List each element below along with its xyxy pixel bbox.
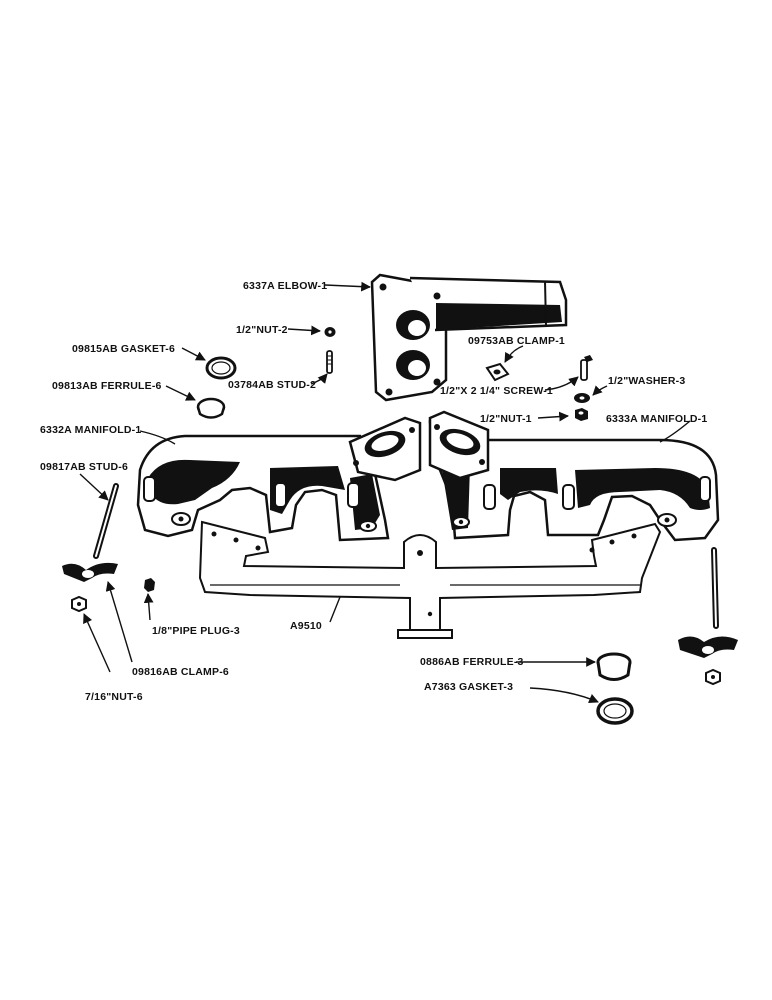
elbow-part [370, 273, 568, 402]
nut-left [71, 595, 87, 613]
label-ferrule-6: 09813AB FERRULE-6 [52, 380, 162, 392]
label-nut-6: 7/16"NUT-6 [85, 691, 143, 703]
washer [574, 393, 590, 403]
label-stud-6: 09817AB STUD-6 [40, 461, 128, 473]
label-gasket-3: A7363 GASKET-3 [424, 681, 513, 693]
stud-pair [326, 350, 333, 374]
label-manifold-lower: A9510 [290, 620, 322, 632]
wing-clamp-left [62, 562, 118, 582]
label-manifold-left: 6332A MANIFOLD-1 [40, 424, 141, 436]
label-ferrule-3: 0886AB FERRULE-3 [420, 656, 524, 668]
gasket-large [596, 697, 634, 725]
manifold-left [136, 416, 422, 542]
screw-half-by-two-quarter [580, 355, 593, 381]
label-clamp-6: 09816AB CLAMP-6 [132, 666, 229, 678]
stud-long-left [93, 483, 119, 559]
pipe-plug [144, 578, 155, 592]
manifold-right [428, 410, 720, 542]
label-nut-2: 1/2"NUT-2 [236, 324, 288, 336]
ferrule-large [596, 652, 632, 681]
half-inch-nut-single [575, 408, 588, 421]
label-manifold-right: 6333A MANIFOLD-1 [606, 413, 707, 425]
nut-right [705, 668, 721, 686]
label-screw-1: 1/2"X 2 1/4" SCREW-1 [440, 385, 553, 397]
label-clamp-1: 09753AB CLAMP-1 [468, 335, 565, 347]
label-nut-1: 1/2"NUT-1 [480, 413, 532, 425]
labels: 6337A ELBOW-1 1/2"NUT-2 09815AB GASKET-6… [40, 280, 707, 703]
gasket-ring-small [205, 356, 237, 380]
label-gasket-6: 09815AB GASKET-6 [72, 343, 175, 355]
stud-long-right [711, 547, 719, 629]
half-inch-nut-pair [324, 327, 336, 337]
label-elbow: 6337A ELBOW-1 [243, 280, 327, 292]
clamp-small [485, 362, 510, 382]
label-stud-2: 03784AB STUD-2 [228, 379, 316, 391]
manifold-lower [198, 520, 662, 639]
label-pipe-plug: 1/8"PIPE PLUG-3 [152, 625, 240, 637]
ferrule-small [196, 397, 226, 419]
label-washer-3: 1/2"WASHER-3 [608, 375, 685, 387]
wing-clamp-right [678, 636, 738, 658]
leader-lines [79, 281, 691, 704]
